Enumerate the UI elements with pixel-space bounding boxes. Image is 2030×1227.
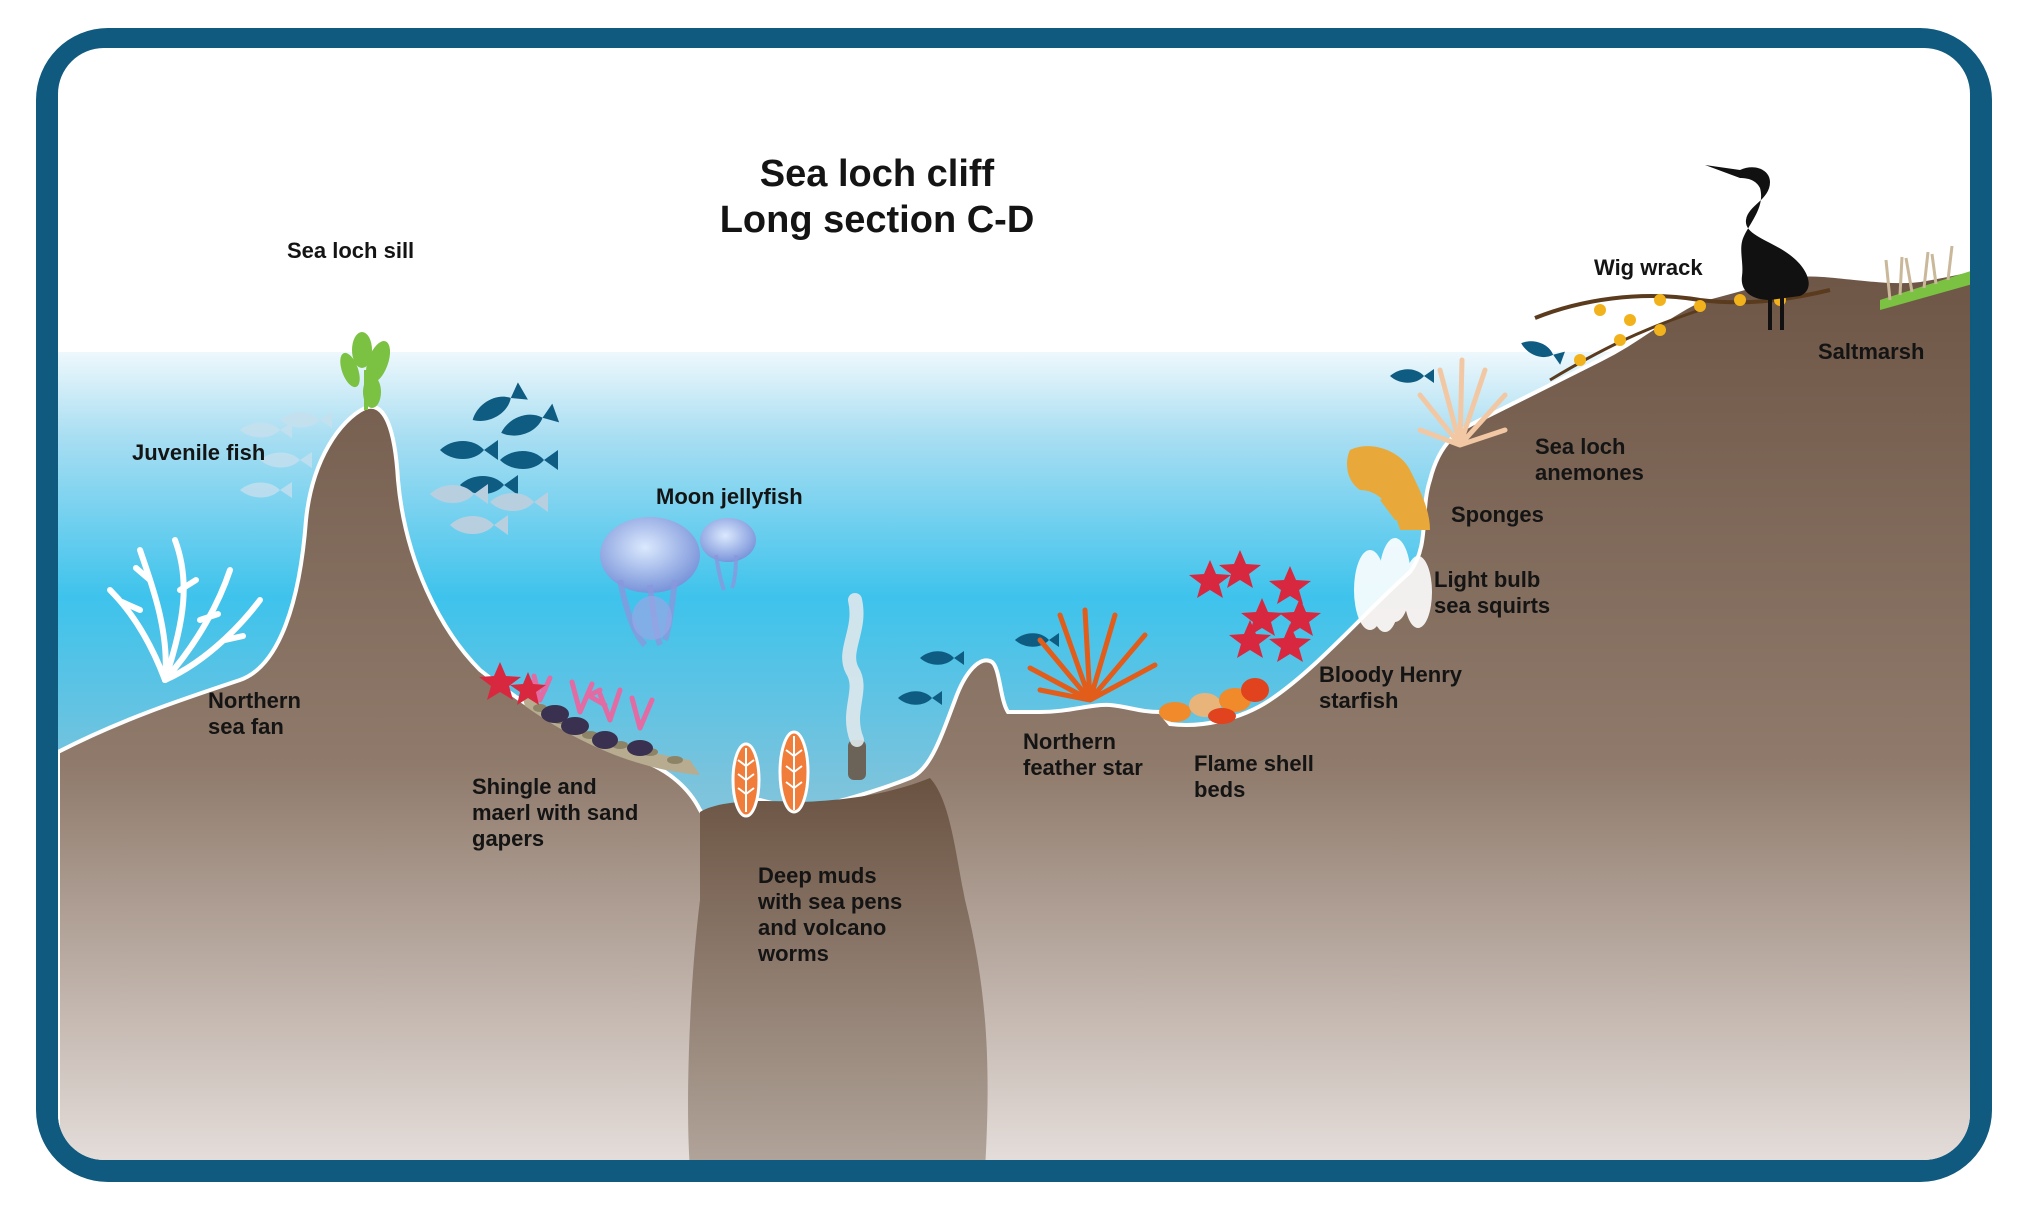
label-deep-muds-line1: Deep muds — [758, 863, 877, 888]
juvenile-fish-icon — [240, 412, 332, 498]
deep-mud-trench — [688, 778, 988, 1160]
label-deep-muds-line4: worms — [757, 941, 829, 966]
label-anemones-line1: Sea loch — [1535, 434, 1625, 459]
starfish-icon — [479, 662, 546, 705]
sea-squirt-icon — [1354, 538, 1432, 632]
bloody-henry-starfish-icon — [1189, 550, 1321, 662]
label-light-bulb-line1: Light bulb — [1434, 567, 1540, 592]
label-bloody-henry-line2: starfish — [1319, 688, 1398, 713]
label-feather-star-line1: Northern — [1023, 729, 1116, 754]
label-sponges: Sponges — [1451, 502, 1544, 527]
label-shingle-line3: gapers — [472, 826, 544, 851]
label-sea-loch-sill: Sea loch sill — [287, 238, 414, 263]
saltmarsh-grass-icon — [1880, 245, 1970, 310]
label-shingle-line1: Shingle and — [472, 774, 597, 799]
label-northern-sea-fan-line1: Northern — [208, 688, 301, 713]
sponge-icon — [1347, 446, 1430, 530]
pale-fish-icon — [430, 484, 548, 535]
label-wig-wrack: Wig wrack — [1594, 255, 1703, 280]
anemone-icon — [1417, 357, 1508, 448]
label-saltmarsh: Saltmarsh — [1818, 339, 1924, 364]
feather-star-icon — [1027, 607, 1158, 703]
label-moon-jellyfish: Moon jellyfish — [656, 484, 803, 509]
label-feather-star-line2: feather star — [1023, 755, 1143, 780]
label-light-bulb-line2: sea squirts — [1434, 593, 1550, 618]
label-deep-muds-line3: and volcano — [758, 915, 886, 940]
volcano-worm-icon — [842, 593, 866, 780]
jellyfish-icon — [600, 517, 756, 648]
diagram-title-line1: Sea loch cliff — [760, 153, 995, 195]
label-deep-muds-line2: with sea pens — [757, 889, 902, 914]
label-flame-shell-line2: beds — [1194, 777, 1245, 802]
sea-pen-icon — [731, 730, 810, 818]
label-shingle-line2: maerl with sand — [472, 800, 638, 825]
heron-icon — [1705, 165, 1809, 330]
fish-icon — [440, 382, 560, 495]
seaweed-icon — [340, 332, 391, 410]
label-northern-sea-fan-line2: sea fan — [208, 714, 284, 739]
label-flame-shell-line1: Flame shell — [1194, 751, 1314, 776]
seabed — [58, 265, 1970, 1160]
sand-gaper-icon — [541, 705, 653, 756]
flame-shell-icon — [1159, 678, 1269, 724]
shallow-fish-icon — [1390, 341, 1565, 383]
diagram-title-line2: Long section C-D — [720, 199, 1035, 241]
label-anemones-line2: anemones — [1535, 460, 1644, 485]
sea-fan-icon — [107, 537, 263, 683]
trench-fish-icon — [898, 633, 1059, 705]
label-bloody-henry-line1: Bloody Henry — [1319, 662, 1463, 687]
label-juvenile-fish: Juvenile fish — [132, 440, 265, 465]
